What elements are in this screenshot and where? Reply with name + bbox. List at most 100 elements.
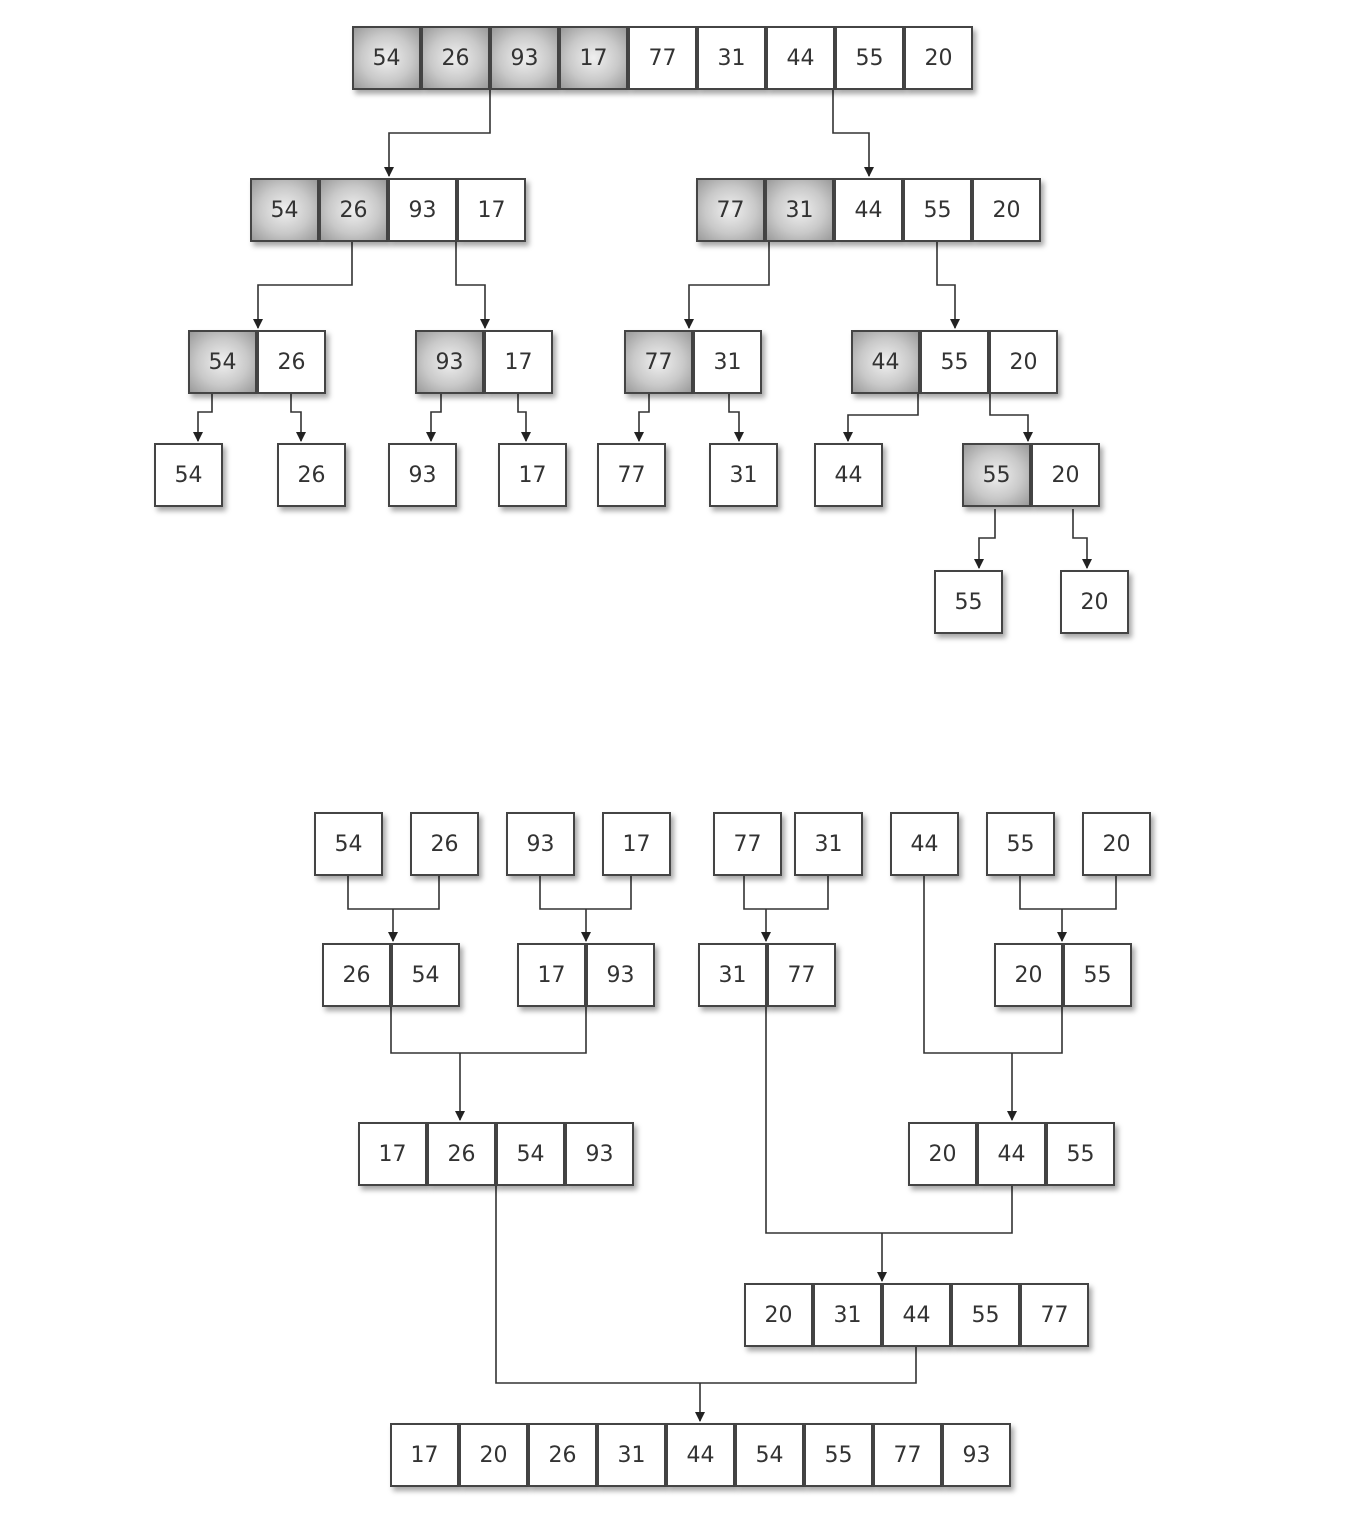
array-cell: 31 — [597, 1423, 666, 1487]
array-cell: 31 — [698, 943, 767, 1007]
array-cell: 26 — [277, 443, 346, 507]
array-cell: 31 — [693, 330, 762, 394]
array-cell-highlighted: 26 — [421, 26, 490, 90]
array-cell: 44 — [890, 812, 959, 876]
connector-arrow — [634, 394, 650, 442]
array-cell: 44 — [977, 1122, 1046, 1186]
connector-line — [1019, 876, 1117, 910]
array-cell: 93 — [942, 1423, 1011, 1487]
array-cell-highlighted: 54 — [250, 178, 319, 242]
connector-arrow — [384, 90, 491, 177]
connector-arrow — [193, 394, 213, 442]
connector-arrow — [517, 394, 531, 442]
array-cell: 20 — [994, 943, 1063, 1007]
array-cell-highlighted: 26 — [319, 178, 388, 242]
array-cell: 55 — [951, 1283, 1020, 1347]
array-cell: 31 — [709, 443, 778, 507]
array-cell: 44 — [882, 1283, 951, 1347]
connector-arrow — [728, 394, 744, 442]
array-cell: 26 — [322, 943, 391, 1007]
array-cell: 44 — [834, 178, 903, 242]
array-cell: 55 — [835, 26, 904, 90]
array-cell: 93 — [565, 1122, 634, 1186]
connector-arrow — [936, 242, 960, 329]
array-cell: 17 — [457, 178, 526, 242]
connector-arrow — [1072, 509, 1092, 569]
array-cell-highlighted: 77 — [624, 330, 693, 394]
array-cell: 55 — [934, 570, 1003, 634]
connector-line — [390, 1007, 587, 1054]
array-cell-highlighted: 54 — [352, 26, 421, 90]
array-cell: 44 — [666, 1423, 735, 1487]
array-cell: 20 — [1031, 443, 1100, 507]
array-cell: 93 — [506, 812, 575, 876]
array-cell: 77 — [628, 26, 697, 90]
array-cell: 17 — [358, 1122, 427, 1186]
array-cell-highlighted: 55 — [962, 443, 1031, 507]
array-cell: 20 — [904, 26, 973, 90]
array-cell: 20 — [1082, 812, 1151, 876]
array-cell: 26 — [257, 330, 326, 394]
array-cell: 31 — [794, 812, 863, 876]
array-cell: 55 — [920, 330, 989, 394]
connector-arrow — [684, 242, 770, 329]
array-cell: 31 — [813, 1283, 882, 1347]
connector-line — [347, 876, 440, 910]
array-cell: 55 — [903, 178, 972, 242]
array-cell-highlighted: 93 — [415, 330, 484, 394]
connector-arrow — [253, 242, 353, 329]
array-cell: 17 — [390, 1423, 459, 1487]
connector-arrow — [290, 394, 306, 442]
array-cell: 93 — [388, 443, 457, 507]
array-cell-highlighted: 44 — [851, 330, 920, 394]
array-cell: 20 — [989, 330, 1058, 394]
array-cell-highlighted: 54 — [188, 330, 257, 394]
array-cell: 55 — [986, 812, 1055, 876]
connector-arrow — [843, 394, 919, 442]
connector-line — [765, 1007, 1013, 1234]
array-cell: 44 — [766, 26, 835, 90]
connector-line — [743, 876, 829, 910]
array-cell-highlighted: 77 — [696, 178, 765, 242]
array-cell: 54 — [314, 812, 383, 876]
connector-arrow — [455, 242, 490, 329]
array-cell: 55 — [1063, 943, 1132, 1007]
array-cell: 77 — [1020, 1283, 1089, 1347]
connector-line — [539, 876, 632, 910]
array-cell: 77 — [873, 1423, 942, 1487]
connector-arrow — [974, 509, 996, 569]
array-cell: 20 — [972, 178, 1041, 242]
array-cell: 77 — [597, 443, 666, 507]
array-cell: 54 — [154, 443, 223, 507]
array-cell: 20 — [744, 1283, 813, 1347]
connector-arrow — [989, 394, 1033, 442]
array-cell-highlighted: 93 — [490, 26, 559, 90]
connector-line — [495, 1186, 917, 1384]
connector-arrow — [426, 394, 442, 442]
array-cell: 77 — [767, 943, 836, 1007]
connector-line — [923, 876, 1063, 1054]
array-cell: 55 — [1046, 1122, 1115, 1186]
array-cell: 93 — [586, 943, 655, 1007]
array-cell: 93 — [388, 178, 457, 242]
array-cell: 31 — [697, 26, 766, 90]
array-cell: 26 — [528, 1423, 597, 1487]
array-cell: 17 — [484, 330, 553, 394]
array-cell: 17 — [602, 812, 671, 876]
array-cell: 20 — [908, 1122, 977, 1186]
array-cell-highlighted: 17 — [559, 26, 628, 90]
array-cell: 77 — [713, 812, 782, 876]
array-cell: 17 — [517, 943, 586, 1007]
array-cell: 20 — [459, 1423, 528, 1487]
array-cell: 54 — [735, 1423, 804, 1487]
array-cell: 54 — [391, 943, 460, 1007]
array-cell: 54 — [496, 1122, 565, 1186]
array-cell: 26 — [427, 1122, 496, 1186]
connector-arrow — [832, 90, 874, 177]
array-cell: 26 — [410, 812, 479, 876]
array-cell-highlighted: 31 — [765, 178, 834, 242]
array-cell: 55 — [804, 1423, 873, 1487]
array-cell: 17 — [498, 443, 567, 507]
